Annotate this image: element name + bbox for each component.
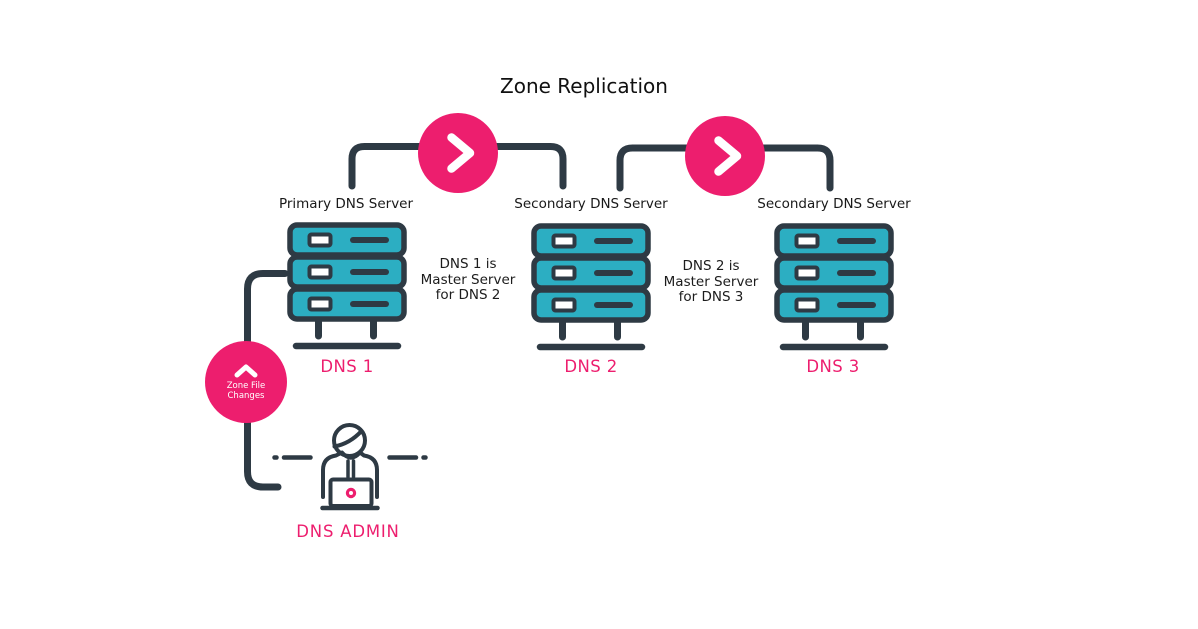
flow-arrow-badge-2 (685, 116, 765, 196)
admin-tie (346, 459, 356, 479)
laptop-logo-dot (345, 487, 357, 499)
server-role-label-dns1: Primary DNS Server (278, 196, 414, 212)
server-icon-dns2 (531, 222, 651, 350)
admin-hair-line (332, 429, 364, 449)
replication-note-1: DNS 1 is Master Server for DNS 2 (420, 256, 516, 303)
chevron-right-icon (447, 133, 475, 173)
server-role-label-dns2: Secondary DNS Server (514, 196, 668, 212)
admin-label: DNS ADMIN (296, 522, 400, 541)
server-name-dns1: DNS 1 (320, 357, 374, 376)
flow-arrow-badge-1 (418, 113, 498, 193)
server-name-dns2: DNS 2 (564, 357, 618, 376)
server-icon-dns3 (774, 222, 894, 350)
admin-person-icon (320, 423, 380, 511)
server-role-label-dns3: Secondary DNS Server (757, 196, 911, 212)
server-icon-dns1 (287, 221, 407, 349)
admin-shoulders (321, 450, 379, 499)
zone-file-changes-badge: Zone File Changes (205, 341, 287, 423)
page-title: Zone Replication (500, 74, 668, 98)
chevron-up-icon (234, 364, 258, 377)
server-name-dns3: DNS 3 (806, 357, 860, 376)
replication-note-2: DNS 2 is Master Server for DNS 3 (663, 258, 759, 305)
zone-badge-label: Zone File Changes (226, 380, 266, 402)
chevron-right-icon (714, 136, 742, 176)
